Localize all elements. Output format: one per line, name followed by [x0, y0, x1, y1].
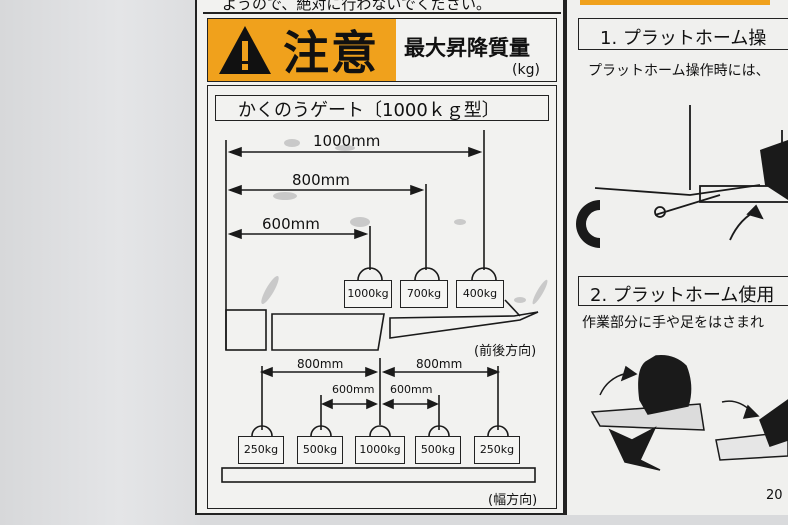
warning-label: 注意: [283, 26, 379, 80]
weight-500kg-left: 500kg: [297, 436, 343, 464]
warning-header: [207, 18, 557, 82]
section1-title: 1. プラットホーム操: [600, 28, 767, 49]
front-direction-label: (前後方向): [474, 344, 537, 359]
weight-700kg: 700kg: [400, 280, 448, 308]
width-direction-label: (幅方向): [488, 493, 538, 508]
section2-title-box: [578, 276, 788, 306]
weight-1000kg: 1000kg: [344, 280, 392, 308]
background-wall: [0, 0, 200, 525]
weight-250kg-right: 250kg: [474, 436, 520, 464]
dim-600mm: 600mm: [262, 215, 320, 233]
weight-250kg-left: 250kg: [238, 436, 284, 464]
dim-800mm-right: 800mm: [416, 357, 463, 371]
dim-600mm-left: 600mm: [332, 383, 375, 396]
divider: [203, 12, 561, 14]
dim-800mm: 800mm: [292, 171, 350, 189]
right-footer-number: 20: [766, 488, 783, 503]
top-notice-text: ようので、絶対に行わないでください。: [222, 0, 491, 13]
gate-title-box: [215, 95, 549, 121]
section1-title-box: [578, 18, 788, 50]
weight-400kg: 400kg: [456, 280, 504, 308]
section1-text: プラットホーム操作時には、: [588, 63, 770, 79]
dim-600mm-right: 600mm: [390, 383, 433, 396]
dim-1000mm: 1000mm: [313, 132, 381, 150]
section2-text: 作業部分に手や足をはさまれ: [582, 315, 764, 331]
weight-500kg-right: 500kg: [415, 436, 461, 464]
max-load-label: 最大昇降質量: [404, 36, 530, 60]
right-warning-strip: [580, 0, 770, 5]
diagram-frame: [207, 85, 557, 509]
max-load-unit: (kg): [512, 62, 540, 78]
weight-1000kg-center: 1000kg: [355, 436, 405, 464]
dim-800mm-left: 800mm: [297, 357, 344, 371]
section2-title: 2. プラットホーム使用: [590, 285, 775, 306]
gate-title: かくのうゲート〔1000ｋｇ型〕: [238, 100, 500, 121]
